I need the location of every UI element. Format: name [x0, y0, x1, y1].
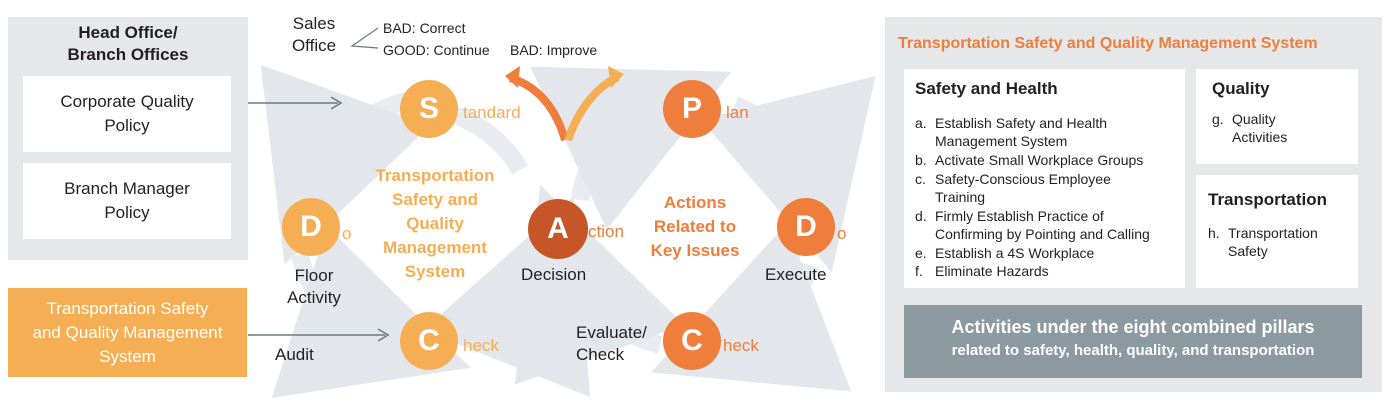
- transportation-item-line1: Transportation: [1228, 225, 1318, 241]
- check-left-suffix: heck: [463, 336, 499, 355]
- safety-item-c-marker: c.: [915, 171, 926, 187]
- safety-item-d-line2: Confirming by Pointing and Calling: [935, 226, 1150, 242]
- safety-item-c-line2: Training: [935, 189, 986, 205]
- pillars-line1: Activities under the eight combined pill…: [951, 317, 1315, 337]
- safety-item-d: Firmly Establish Practice of Confirming …: [935, 207, 1150, 243]
- plan-suffix: lan: [726, 103, 749, 122]
- quality-item: Quality Activities: [1232, 110, 1287, 146]
- audit-label: Audit: [275, 345, 314, 364]
- branch-policy-line2: Policy: [104, 203, 150, 222]
- transportation-box: Transportation h. Transportation Safety: [1196, 175, 1358, 288]
- bad-improve-label: BAD: Improve: [510, 42, 598, 58]
- eight-pillars-banner: Activities under the eight combined pill…: [904, 305, 1362, 378]
- plan-circle: P: [663, 80, 721, 138]
- sales-office-line2: Office: [291, 36, 337, 55]
- transportation-item-marker: h.: [1208, 225, 1220, 241]
- floor-activity-line1: Floor: [294, 266, 334, 285]
- left-system-line1: Transportation Safety: [46, 298, 209, 318]
- check-left-circle: C: [400, 312, 458, 370]
- standard-suffix: tandard: [463, 103, 521, 122]
- safety-item-b: Activate Small Workplace Groups: [935, 152, 1144, 168]
- do-right-suffix: o: [837, 224, 847, 243]
- right-loop-ring: [514, 66, 876, 392]
- corporate-quality-policy-box: Corporate Quality Policy: [23, 76, 231, 152]
- left-center-line2: Safety and: [392, 190, 478, 209]
- quality-item-line2: Activities: [1232, 129, 1288, 145]
- transportation-item-line2: Safety: [1228, 243, 1268, 259]
- quality-box: Quality g. Quality Activities: [1196, 69, 1358, 164]
- safety-item-a-line2: Management System: [935, 133, 1068, 149]
- bad-correct-label: BAD: Correct: [383, 20, 466, 36]
- evaluate-line1: Evaluate/: [576, 323, 647, 342]
- sales-office-label: Sales Office: [284, 13, 344, 57]
- floor-activity-label: Floor Activity: [270, 265, 358, 309]
- left-system-line2: and Quality Management: [32, 322, 223, 342]
- safety-item-a-marker: a.: [915, 115, 927, 131]
- head-office-title: Head Office/ Branch Offices: [8, 22, 248, 66]
- action-suffix: ction: [588, 222, 624, 241]
- safety-item-f-marker: f.: [915, 263, 923, 279]
- safety-item-f: Eliminate Hazards: [935, 263, 1049, 279]
- safety-item-b-marker: b.: [915, 152, 927, 168]
- execute-label: Execute: [765, 265, 827, 284]
- right-panel-title: Transportation Safety and Quality Manage…: [898, 35, 1318, 52]
- left-center-line5: System: [404, 262, 466, 281]
- quality-item-marker: g.: [1212, 111, 1224, 127]
- transportation-heading: Transportation: [1208, 190, 1328, 209]
- head-office-title-line1: Head Office/: [78, 23, 178, 42]
- right-cycle-center-text: Actions Related to Key Issues: [630, 191, 760, 263]
- do-left-suffix: o: [342, 224, 352, 243]
- good-continue-label: GOOD: Continue: [383, 42, 490, 58]
- left-center-line1: Transportation: [375, 166, 495, 185]
- do-left-circle: D: [282, 198, 340, 256]
- quality-item-line1: Quality: [1232, 111, 1276, 127]
- input-arrows: [248, 96, 390, 342]
- safety-item-d-line1: Firmly Establish Practice of: [935, 208, 1104, 224]
- action-circle: A: [528, 199, 588, 259]
- decision-label: Decision: [521, 265, 587, 284]
- safety-item-e: Establish a 4S Workplace: [935, 245, 1095, 261]
- right-center-line1: Actions: [663, 193, 727, 212]
- branch-manager-policy-box: Branch Manager Policy: [23, 163, 231, 239]
- left-system-box: Transportation Safety and Quality Manage…: [8, 288, 247, 377]
- sales-office-line1: Sales: [292, 14, 336, 33]
- safety-item-d-marker: d.: [915, 208, 927, 224]
- left-system-line3: System: [99, 346, 156, 366]
- pillars-line2: related to safety, health, quality, and …: [951, 342, 1315, 359]
- check-right-circle: C: [663, 312, 721, 370]
- corporate-policy-line1: Corporate Quality: [60, 92, 194, 111]
- decision-arrows: [505, 66, 624, 142]
- head-office-title-line2: Branch Offices: [67, 45, 189, 64]
- branch-policy-line1: Branch Manager: [64, 179, 190, 198]
- standard-circle: S: [400, 80, 458, 138]
- check-right-suffix: heck: [723, 336, 759, 355]
- left-center-line4: Management: [383, 238, 487, 257]
- transportation-item: Transportation Safety: [1228, 224, 1318, 260]
- left-cycle-center-text: Transportation Safety and Quality Manage…: [360, 164, 510, 284]
- corporate-policy-line2: Policy: [104, 116, 150, 135]
- safety-item-a: Establish Safety and Health Management S…: [935, 114, 1107, 150]
- left-center-line3: Quality: [406, 214, 464, 233]
- safety-item-c-line1: Safety-Conscious Employee: [935, 171, 1111, 187]
- safety-health-heading: Safety and Health: [915, 79, 1058, 98]
- right-center-line3: Key Issues: [650, 241, 740, 260]
- quality-heading: Quality: [1212, 79, 1270, 98]
- evaluate-check-label: Evaluate/ Check: [576, 322, 647, 366]
- do-right-circle: D: [777, 198, 835, 256]
- safety-health-box: Safety and Health a. Establish Safety an…: [904, 69, 1185, 288]
- safety-item-a-line1: Establish Safety and Health: [935, 115, 1107, 131]
- evaluate-line2: Check: [576, 345, 625, 364]
- safety-item-e-marker: e.: [915, 245, 927, 261]
- right-center-line2: Related to: [653, 217, 737, 236]
- floor-activity-line2: Activity: [287, 288, 341, 307]
- safety-item-c: Safety-Conscious Employee Training: [935, 170, 1111, 206]
- sales-bracket: [350, 27, 379, 49]
